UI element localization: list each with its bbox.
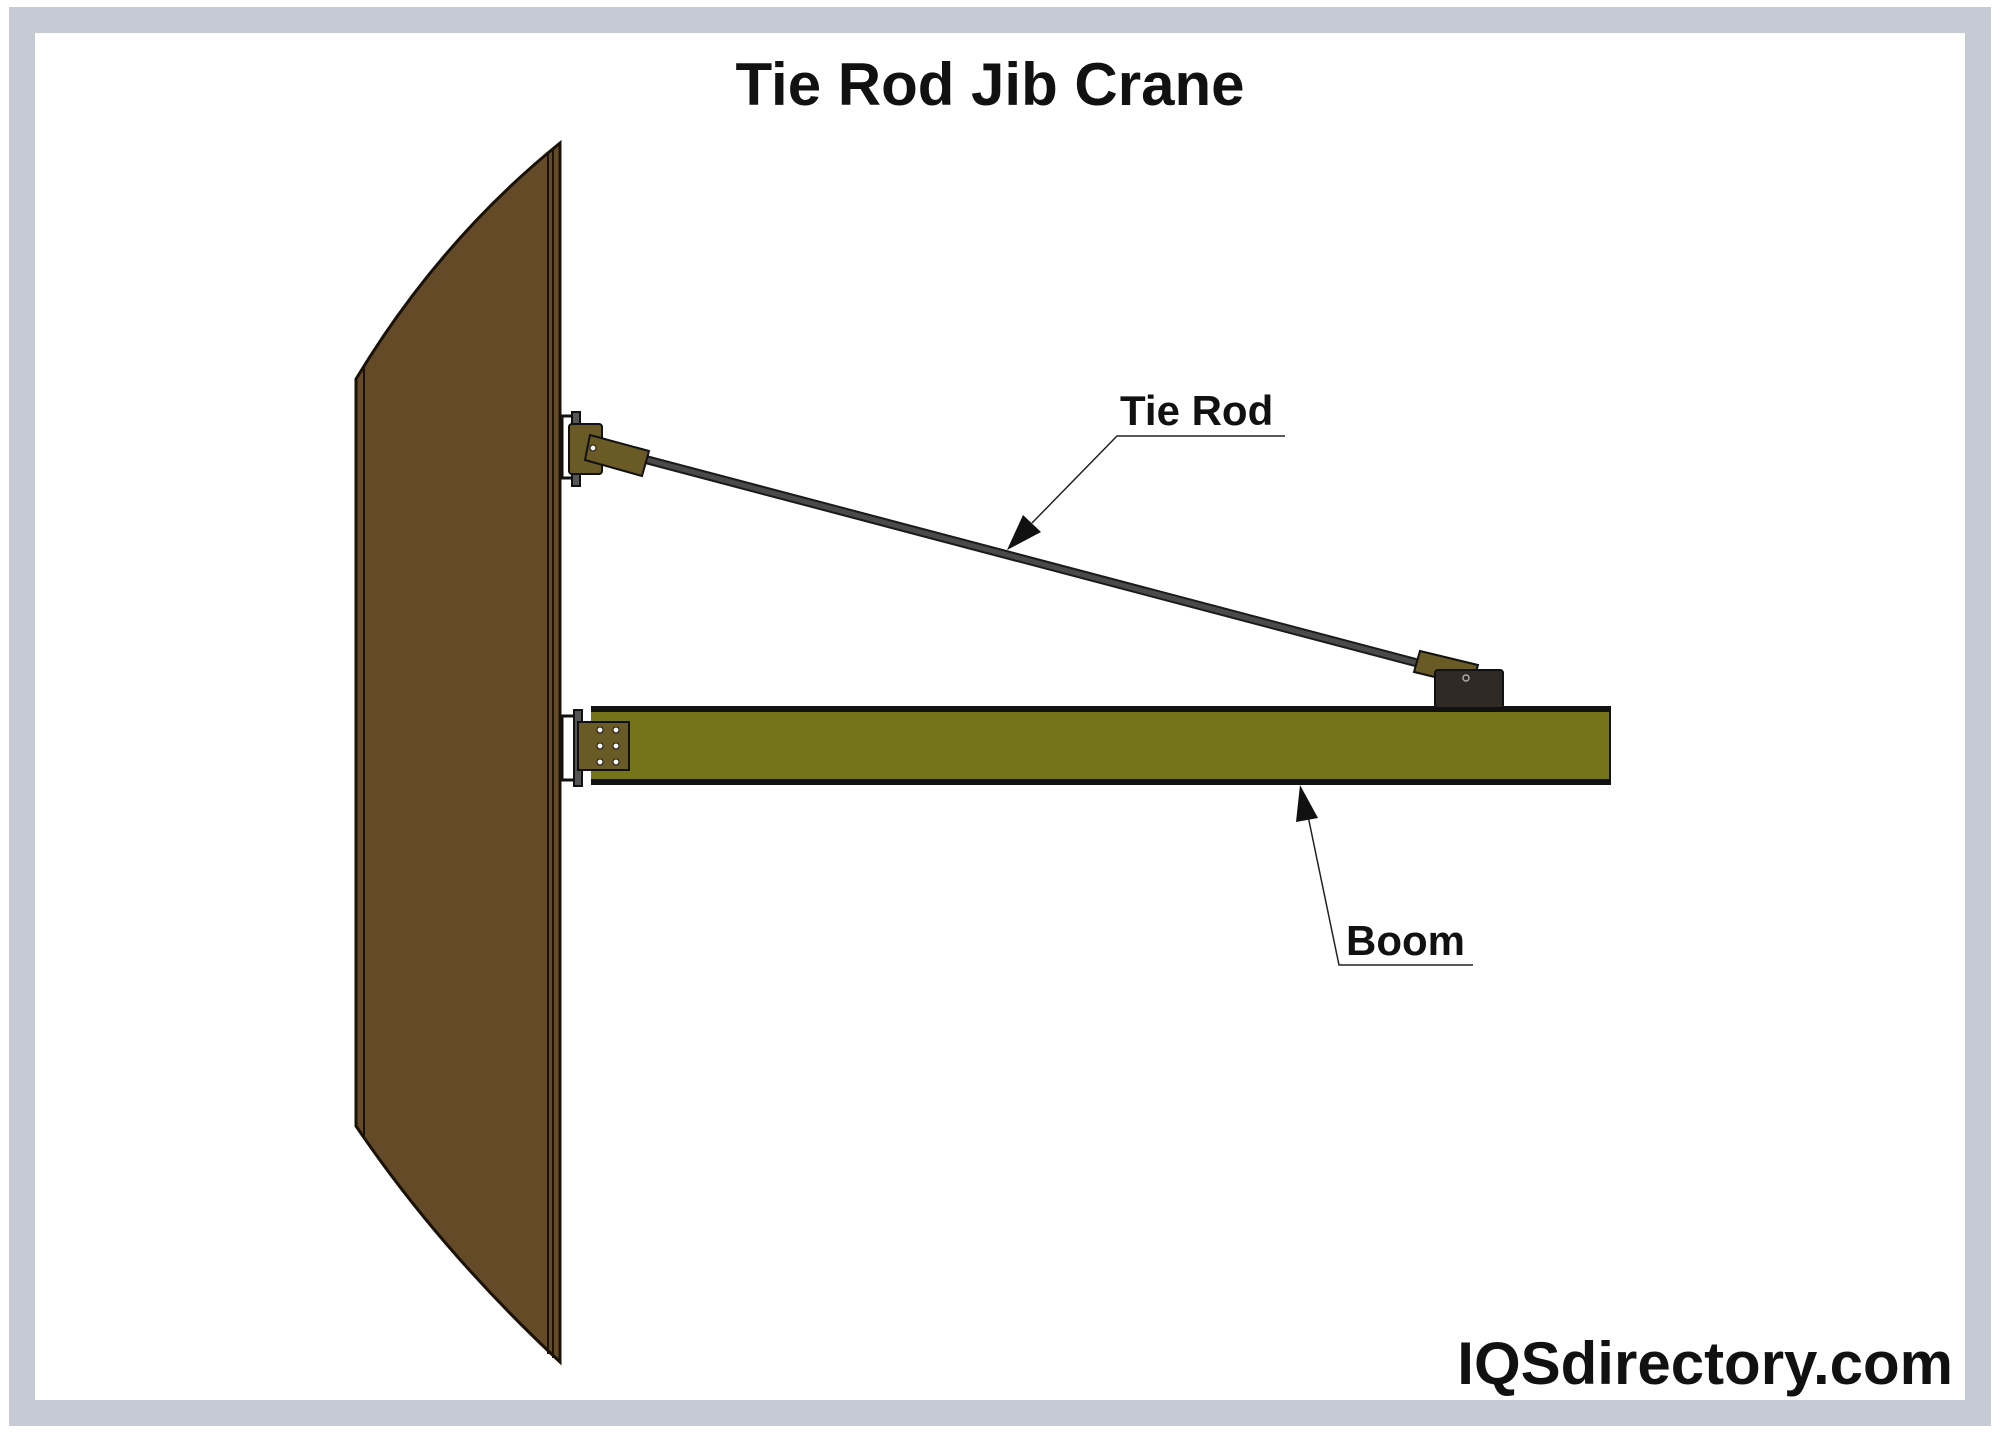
wall-column <box>354 139 562 1366</box>
boom-callout: Boom <box>1296 785 1473 966</box>
tie-rod-callout: Tie Rod <box>1007 387 1285 550</box>
tie-rod <box>638 453 1427 670</box>
tie-rod-label: Tie Rod <box>1120 387 1273 434</box>
lower-wall-bracket <box>560 709 630 787</box>
boom-end-fitting <box>1412 649 1504 709</box>
diagram-frame <box>9 7 1991 1426</box>
diagram-title: Tie Rod Jib Crane <box>735 51 1244 118</box>
boom-beam <box>591 706 1611 785</box>
site-watermark: IQSdirectory.com <box>1457 1330 1953 1397</box>
upper-wall-bracket <box>560 411 651 487</box>
boom-label: Boom <box>1346 917 1465 964</box>
